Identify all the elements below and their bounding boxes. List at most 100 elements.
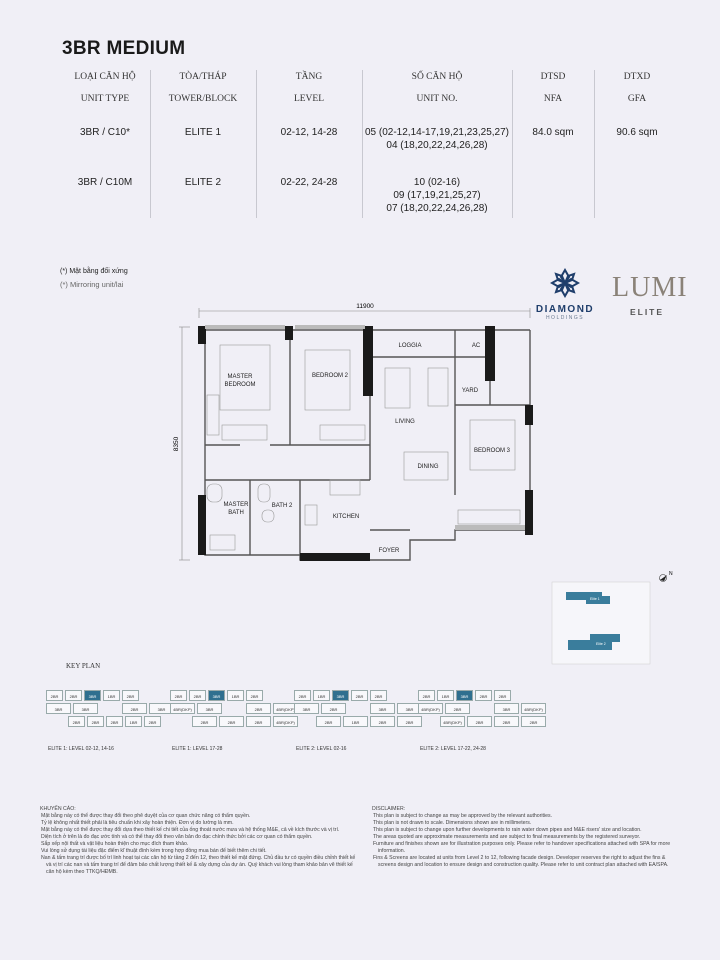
elite-1-block — [566, 592, 610, 604]
room-bedroom-3: BEDROOM 3 — [474, 448, 511, 454]
dimension-width: 11900 — [356, 303, 374, 310]
header-en: TOWER/BLOCK — [168, 94, 238, 104]
list-item: Vui lòng sử dụng tài liệu đặc điểm kĩ th… — [41, 848, 267, 854]
cell: 02-22, 24-28 — [280, 177, 338, 188]
list-item: The areas quoted are approximate measure… — [373, 834, 641, 840]
holdings-text: HOLDINGS — [545, 315, 585, 321]
disclaimer-section: DISCLAIMER: This plan is subject to chan… — [372, 806, 682, 869]
key-plan-unit: 2BR — [494, 690, 511, 701]
room-yard: YARD — [462, 388, 479, 394]
key-plan-unit: 2BR — [418, 690, 435, 701]
divider — [512, 70, 513, 218]
key-plan-label: ELITE 1: LEVEL 17-28 — [172, 746, 223, 752]
key-plan-unit: 2BR — [321, 703, 346, 714]
key-plan-unit: 1BR — [437, 690, 454, 701]
key-plan-unit: 3BR — [456, 690, 473, 701]
key-plan-unit: 2BR — [46, 690, 63, 701]
key-plan-unit: 2BR — [351, 690, 368, 701]
list-item: Tỷ lệ không nhất thiết phải là tiêu chuẩ… — [41, 820, 234, 826]
list-item: Mặt bằng này có thể được thay đổi dựa th… — [41, 827, 340, 833]
cell: 09 (17,19,21,25,27) — [393, 190, 481, 201]
diamond-holdings-logo: DIAMOND HOLDINGS — [528, 267, 602, 321]
key-plan-unit: 4BR(DKP) — [170, 703, 195, 714]
key-plan-unit: 2BR — [246, 690, 263, 701]
key-plan-unit: 2BR — [68, 716, 85, 727]
key-plan-unit: 2BR — [475, 690, 492, 701]
key-plan-unit: 3BR — [46, 703, 71, 714]
col-tower: TÒA/THÁP TOWER/BLOCK ELITE 1 ELITE 2 — [150, 66, 256, 218]
site-plan: Elite 1 Elite 2 — [551, 581, 651, 665]
list-item: Diện tích ở trên là đo đạc ước tính và c… — [41, 834, 313, 840]
key-plan-unit: 2BR — [189, 690, 206, 701]
key-plan-title: KEY PLAN — [66, 662, 101, 670]
key-plan-unit: 2BR — [316, 716, 341, 727]
cell: 07 (18,20,22,24,26,28) — [386, 203, 488, 214]
page-title: 3BR MEDIUM — [62, 38, 186, 59]
mirror-note-vn: (*) Mặt bằng đối xứng — [60, 268, 128, 275]
key-plan-unit: 2BR — [370, 716, 395, 727]
cell: 84.0 sqm — [532, 127, 574, 138]
diamond-icon — [549, 267, 581, 299]
room-loggia: LOGGIA — [398, 343, 421, 349]
divider — [594, 70, 595, 218]
key-plan-unit: 3BR — [370, 703, 395, 714]
key-plan-unit: 2BR — [521, 716, 546, 727]
cell: 05 (02-12,14-17,19,21,23,25,27) — [365, 127, 509, 138]
key-plan-unit: 1BR — [343, 716, 368, 727]
header-vn: SỐ CĂN HỘ — [411, 72, 463, 82]
header-en: LEVEL — [293, 94, 325, 104]
unit-table: LOẠI CĂN HỘ UNIT TYPE 3BR / C10* 3BR / C… — [60, 66, 680, 218]
key-plan-unit: 1BR — [103, 690, 120, 701]
north-arrow-icon: N — [659, 571, 673, 582]
header-en: UNIT NO. — [416, 94, 458, 104]
lumi-text: LUMI — [612, 272, 688, 303]
key-plan-label: ELITE 2: LEVEL 17-22, 24-28 — [420, 746, 486, 752]
room-bath-2: BATH 2 — [272, 503, 293, 509]
list-item: Nan & tấm trang trí được bố trí linh hoạ… — [41, 855, 356, 875]
divider — [150, 70, 151, 218]
key-plan-unit: 4BR(DKP) — [418, 703, 443, 714]
key-plan-unit: 2BR — [144, 716, 161, 727]
key-plan-unit: 2BR — [397, 716, 422, 727]
cell: 02-12, 14-28 — [280, 127, 338, 138]
key-plan-unit: 2BR — [246, 703, 271, 714]
dimension-lines — [179, 308, 531, 561]
elite-2-label: Elite 2 — [596, 642, 606, 646]
list-item: Fins & Screens are located at units from… — [373, 855, 669, 868]
header-en: NFA — [543, 94, 563, 104]
key-plan-unit: 3BR — [73, 703, 98, 714]
key-plan-unit: 2BR — [170, 690, 187, 701]
key-plan-unit: 1BR — [125, 716, 142, 727]
disclaimer-title: DISCLAIMER: — [372, 806, 406, 812]
key-plan-unit: 3BR — [208, 690, 225, 701]
cell: ELITE 1 — [184, 127, 222, 138]
header-en: GFA — [627, 94, 647, 104]
room-bedroom-2: BEDROOM 2 — [312, 373, 349, 379]
key-plan-unit: 2BR — [445, 703, 470, 714]
header-vn: TẦNG — [295, 72, 323, 82]
key-plan-unit: 2BR — [65, 690, 82, 701]
key-plan-unit: 2BR — [219, 716, 244, 727]
key-plan-unit: 4BR(DKP) — [521, 703, 546, 714]
cell: ELITE 2 — [184, 177, 222, 188]
key-plan-unit: 2BR — [370, 690, 387, 701]
north-label: N — [669, 571, 673, 577]
key-plan-unit: 3BR — [84, 690, 101, 701]
key-plan-unit: 2BR — [122, 690, 139, 701]
key-plan-unit: 2BR — [467, 716, 492, 727]
header-vn: LOẠI CĂN HỘ — [74, 72, 136, 82]
header-vn: DTSD — [540, 72, 566, 82]
key-plan-unit: 2BR — [106, 716, 123, 727]
list-item: This plan is not drawn to scale. Dimensi… — [373, 820, 532, 826]
structural-columns — [198, 325, 533, 561]
key-plan-unit: 3BR — [197, 703, 222, 714]
cell: 90.6 sqm — [616, 127, 658, 138]
divider — [256, 70, 257, 218]
header-vn: TÒA/THÁP — [179, 72, 227, 82]
key-plan-unit: 2BR — [192, 716, 217, 727]
furniture — [206, 344, 521, 551]
